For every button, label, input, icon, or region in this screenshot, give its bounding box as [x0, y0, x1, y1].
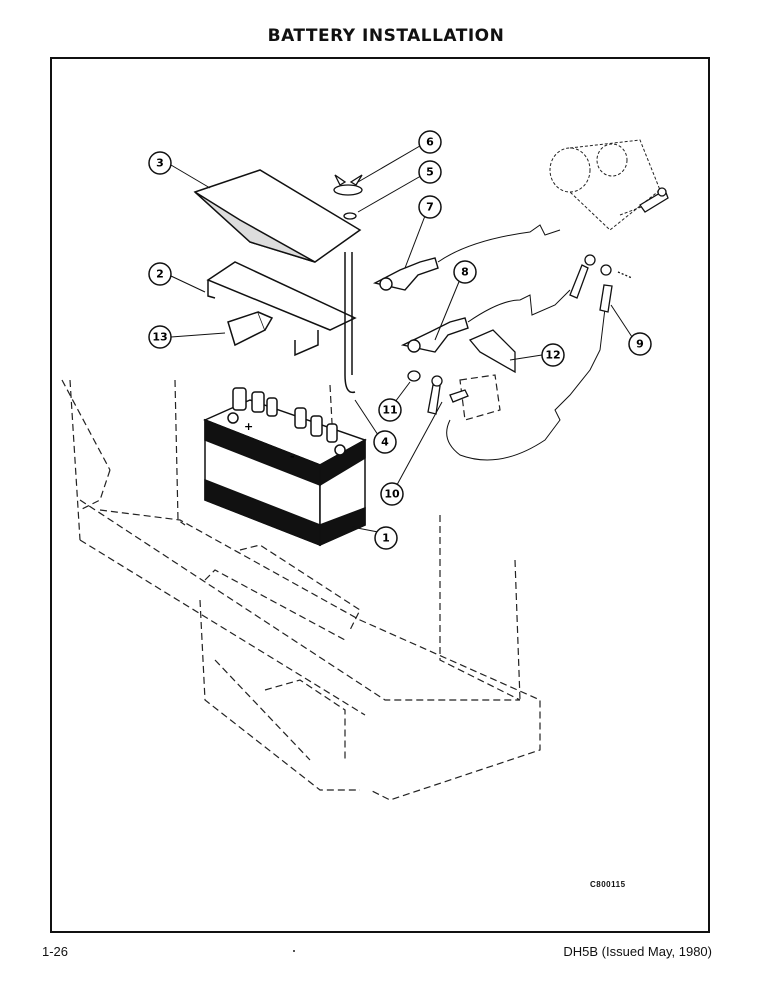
callout-label-1: 1 [382, 532, 390, 545]
figure-code: C800115 [590, 880, 626, 889]
callout-label-6: 6 [426, 136, 434, 149]
callout-10 [380, 482, 404, 506]
battery-cover [193, 169, 362, 263]
hold-down-bracket [206, 252, 357, 394]
positive-cable-clamp [372, 257, 439, 291]
callout-label-7: 7 [426, 201, 434, 214]
ground-hardware [407, 370, 469, 415]
callout-label-13: 13 [152, 331, 167, 344]
positive-terminal-label: + [244, 420, 253, 433]
page-number: 1-26 [42, 944, 69, 959]
callouts [148, 130, 652, 550]
callout-6 [418, 130, 442, 154]
callout-label-11: 11 [382, 404, 397, 417]
callout-label-9: 9 [636, 338, 644, 351]
callout-2 [148, 262, 172, 286]
document-reference: DH5B (Issued May, 1980) [563, 944, 712, 959]
callout-13 [148, 325, 172, 349]
illustration-frame [50, 57, 710, 933]
callout-label-2: 2 [156, 268, 164, 281]
page-mark [293, 950, 295, 952]
callout-label-8: 8 [461, 266, 469, 279]
callout-label-4: 4 [381, 436, 389, 449]
starter-motor [549, 139, 666, 231]
terminal-boot [227, 311, 274, 347]
page-title: BATTERY INSTALLATION [267, 26, 505, 46]
negative-cable-clamp [400, 317, 469, 353]
callout-11 [378, 398, 402, 422]
negative-terminal-label: - [290, 450, 295, 463]
callout-4 [373, 430, 397, 454]
starter-terminal [639, 187, 669, 213]
battery-cables [437, 224, 607, 461]
callout-8 [453, 260, 477, 284]
callout-7 [418, 195, 442, 219]
callout-12 [541, 343, 565, 367]
cable-tag [468, 329, 516, 374]
callout-label-3: 3 [156, 157, 164, 170]
battery [203, 387, 367, 547]
callout-9 [628, 332, 652, 356]
washer [343, 212, 357, 220]
wing-nut [333, 174, 363, 196]
leader-lines [170, 142, 637, 533]
callout-label-10: 10 [384, 488, 400, 501]
callout-label-12: 12 [545, 349, 560, 362]
callout-1 [374, 526, 398, 550]
callout-5 [418, 160, 442, 184]
cable-terminals [569, 254, 633, 313]
callout-label-5: 5 [426, 166, 434, 179]
callout-3 [148, 151, 172, 175]
